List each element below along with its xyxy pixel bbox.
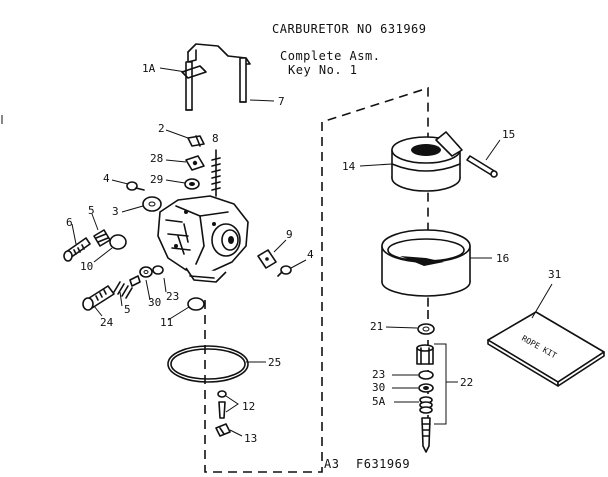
leader-10 <box>93 247 113 263</box>
leader-12 <box>225 395 239 413</box>
part-label-12: 12 <box>242 400 255 413</box>
leader-2 <box>165 129 189 139</box>
leader-4-left <box>111 179 129 185</box>
part-label-30-right: 30 <box>372 381 385 394</box>
leader-15 <box>485 139 501 161</box>
main-jet-part <box>421 417 431 453</box>
part-label-31: 31 <box>548 268 561 281</box>
diagram-subtitle-line2: Key No. 1 <box>288 63 358 77</box>
part-label-5-lower: 5 <box>124 303 131 316</box>
part-label-5a: 5A <box>372 395 386 408</box>
leader-9 <box>273 239 287 253</box>
leader-5-lower <box>119 291 123 307</box>
washer-part-30 <box>139 266 153 278</box>
leader-5-upper <box>91 213 99 231</box>
washer-part-21 <box>417 323 435 335</box>
needle-valve-part-upper <box>93 229 111 247</box>
washer-part-30-right <box>418 383 434 393</box>
leader-23-center <box>163 277 167 293</box>
leader-4-right <box>290 259 307 269</box>
part-label-22: 22 <box>460 376 473 389</box>
part-label-8: 8 <box>212 132 219 145</box>
part-label-2: 2 <box>158 122 165 135</box>
part-label-25: 25 <box>268 356 281 369</box>
spring-part-lower <box>113 275 141 299</box>
leader-30-center <box>145 279 151 301</box>
carburetor-body-part <box>157 195 249 283</box>
leader-6 <box>71 223 77 245</box>
bowl-gasket-part <box>167 345 249 383</box>
part-label-23-center: 23 <box>166 290 179 303</box>
leader-13 <box>229 429 243 437</box>
part-label-4-right: 4 <box>307 248 314 261</box>
diagram-title: CARBURETOR NO 631969 <box>272 22 427 36</box>
leader-3 <box>121 205 144 213</box>
leader-7 <box>249 99 275 102</box>
part-label-1a: 1A <box>142 62 156 75</box>
part-label-4-left: 4 <box>103 172 110 185</box>
part-label-21: 21 <box>370 320 383 333</box>
seal-part <box>187 297 205 311</box>
leader-29 <box>165 179 186 184</box>
screw-part-right <box>277 265 292 277</box>
part-label-24: 24 <box>100 316 114 329</box>
part-label-5-upper: 5 <box>88 204 95 217</box>
leader-24 <box>93 305 103 317</box>
part-label-30-center: 30 <box>148 296 161 309</box>
float-part <box>391 131 463 192</box>
part-label-23-right: 23 <box>372 368 385 381</box>
part-label-13: 13 <box>244 432 257 445</box>
part-label-10: 10 <box>80 260 93 273</box>
page-code: A3 <box>324 457 339 471</box>
clip-part <box>187 135 205 147</box>
diagram-subtitle-line1: Complete Asm. <box>280 49 380 63</box>
rope-kit-part: ROPE KIT <box>487 311 605 387</box>
part-label-3: 3 <box>112 205 119 218</box>
part-label-7: 7 <box>278 95 285 108</box>
part-label-14: 14 <box>342 160 356 173</box>
bracket-22 <box>434 343 447 425</box>
plug-part <box>109 234 127 250</box>
inlet-needle-part-12 <box>218 401 226 419</box>
float-bowl-part <box>381 229 471 297</box>
figure-code: F631969 <box>356 457 410 471</box>
needle-valve-part-24 <box>82 285 115 311</box>
oring-part-23-right <box>418 370 434 380</box>
leader-31 <box>531 283 553 319</box>
spring-pin-part <box>211 149 221 197</box>
nut-part <box>184 178 200 190</box>
hinge-pin-part <box>466 155 498 178</box>
leader-21 <box>385 326 418 329</box>
part-label-9: 9 <box>286 228 293 241</box>
screw-part-6 <box>63 237 91 262</box>
part-label-16: 16 <box>496 252 509 265</box>
leader-1a <box>159 67 187 73</box>
part-label-29: 29 <box>150 173 163 186</box>
leader-14 <box>359 163 393 167</box>
spring-part-5a <box>419 396 433 414</box>
clip-part-13 <box>215 423 231 437</box>
oring-part-23 <box>152 265 164 275</box>
leader-11 <box>167 306 190 321</box>
bracket-part <box>185 155 205 171</box>
throttle-shaft-part <box>181 43 251 111</box>
gasket-part <box>142 196 162 212</box>
plate-part <box>257 249 277 269</box>
screw-part-left <box>126 181 145 191</box>
part-label-6: 6 <box>66 216 73 229</box>
leader-28 <box>165 159 187 163</box>
part-label-28: 28 <box>150 152 163 165</box>
bowl-nut-part <box>416 344 434 365</box>
part-label-11: 11 <box>160 316 173 329</box>
washer-part-12 <box>217 390 227 398</box>
part-label-15: 15 <box>502 128 515 141</box>
